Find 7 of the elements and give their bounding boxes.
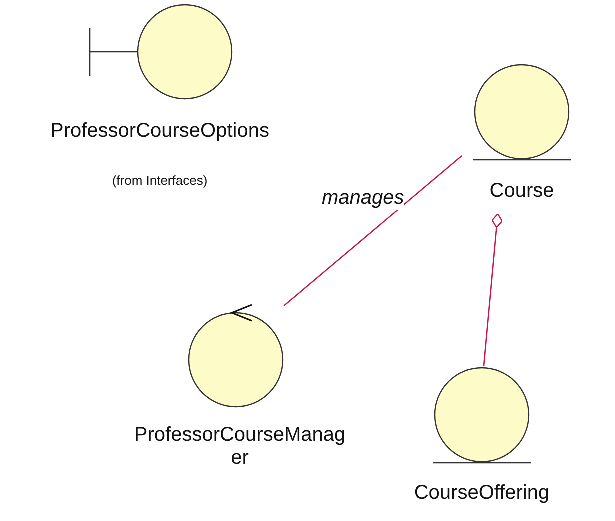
class-name: Course (490, 180, 554, 203)
aggregation-line (483, 213, 504, 366)
association-line (284, 156, 462, 306)
class-name: ProfessorCourseOptions (50, 120, 270, 143)
class-name: ProfessorCourseManager (133, 424, 347, 470)
package-note: (from Interfaces) (112, 173, 208, 188)
class-name: CourseOffering (414, 482, 550, 505)
